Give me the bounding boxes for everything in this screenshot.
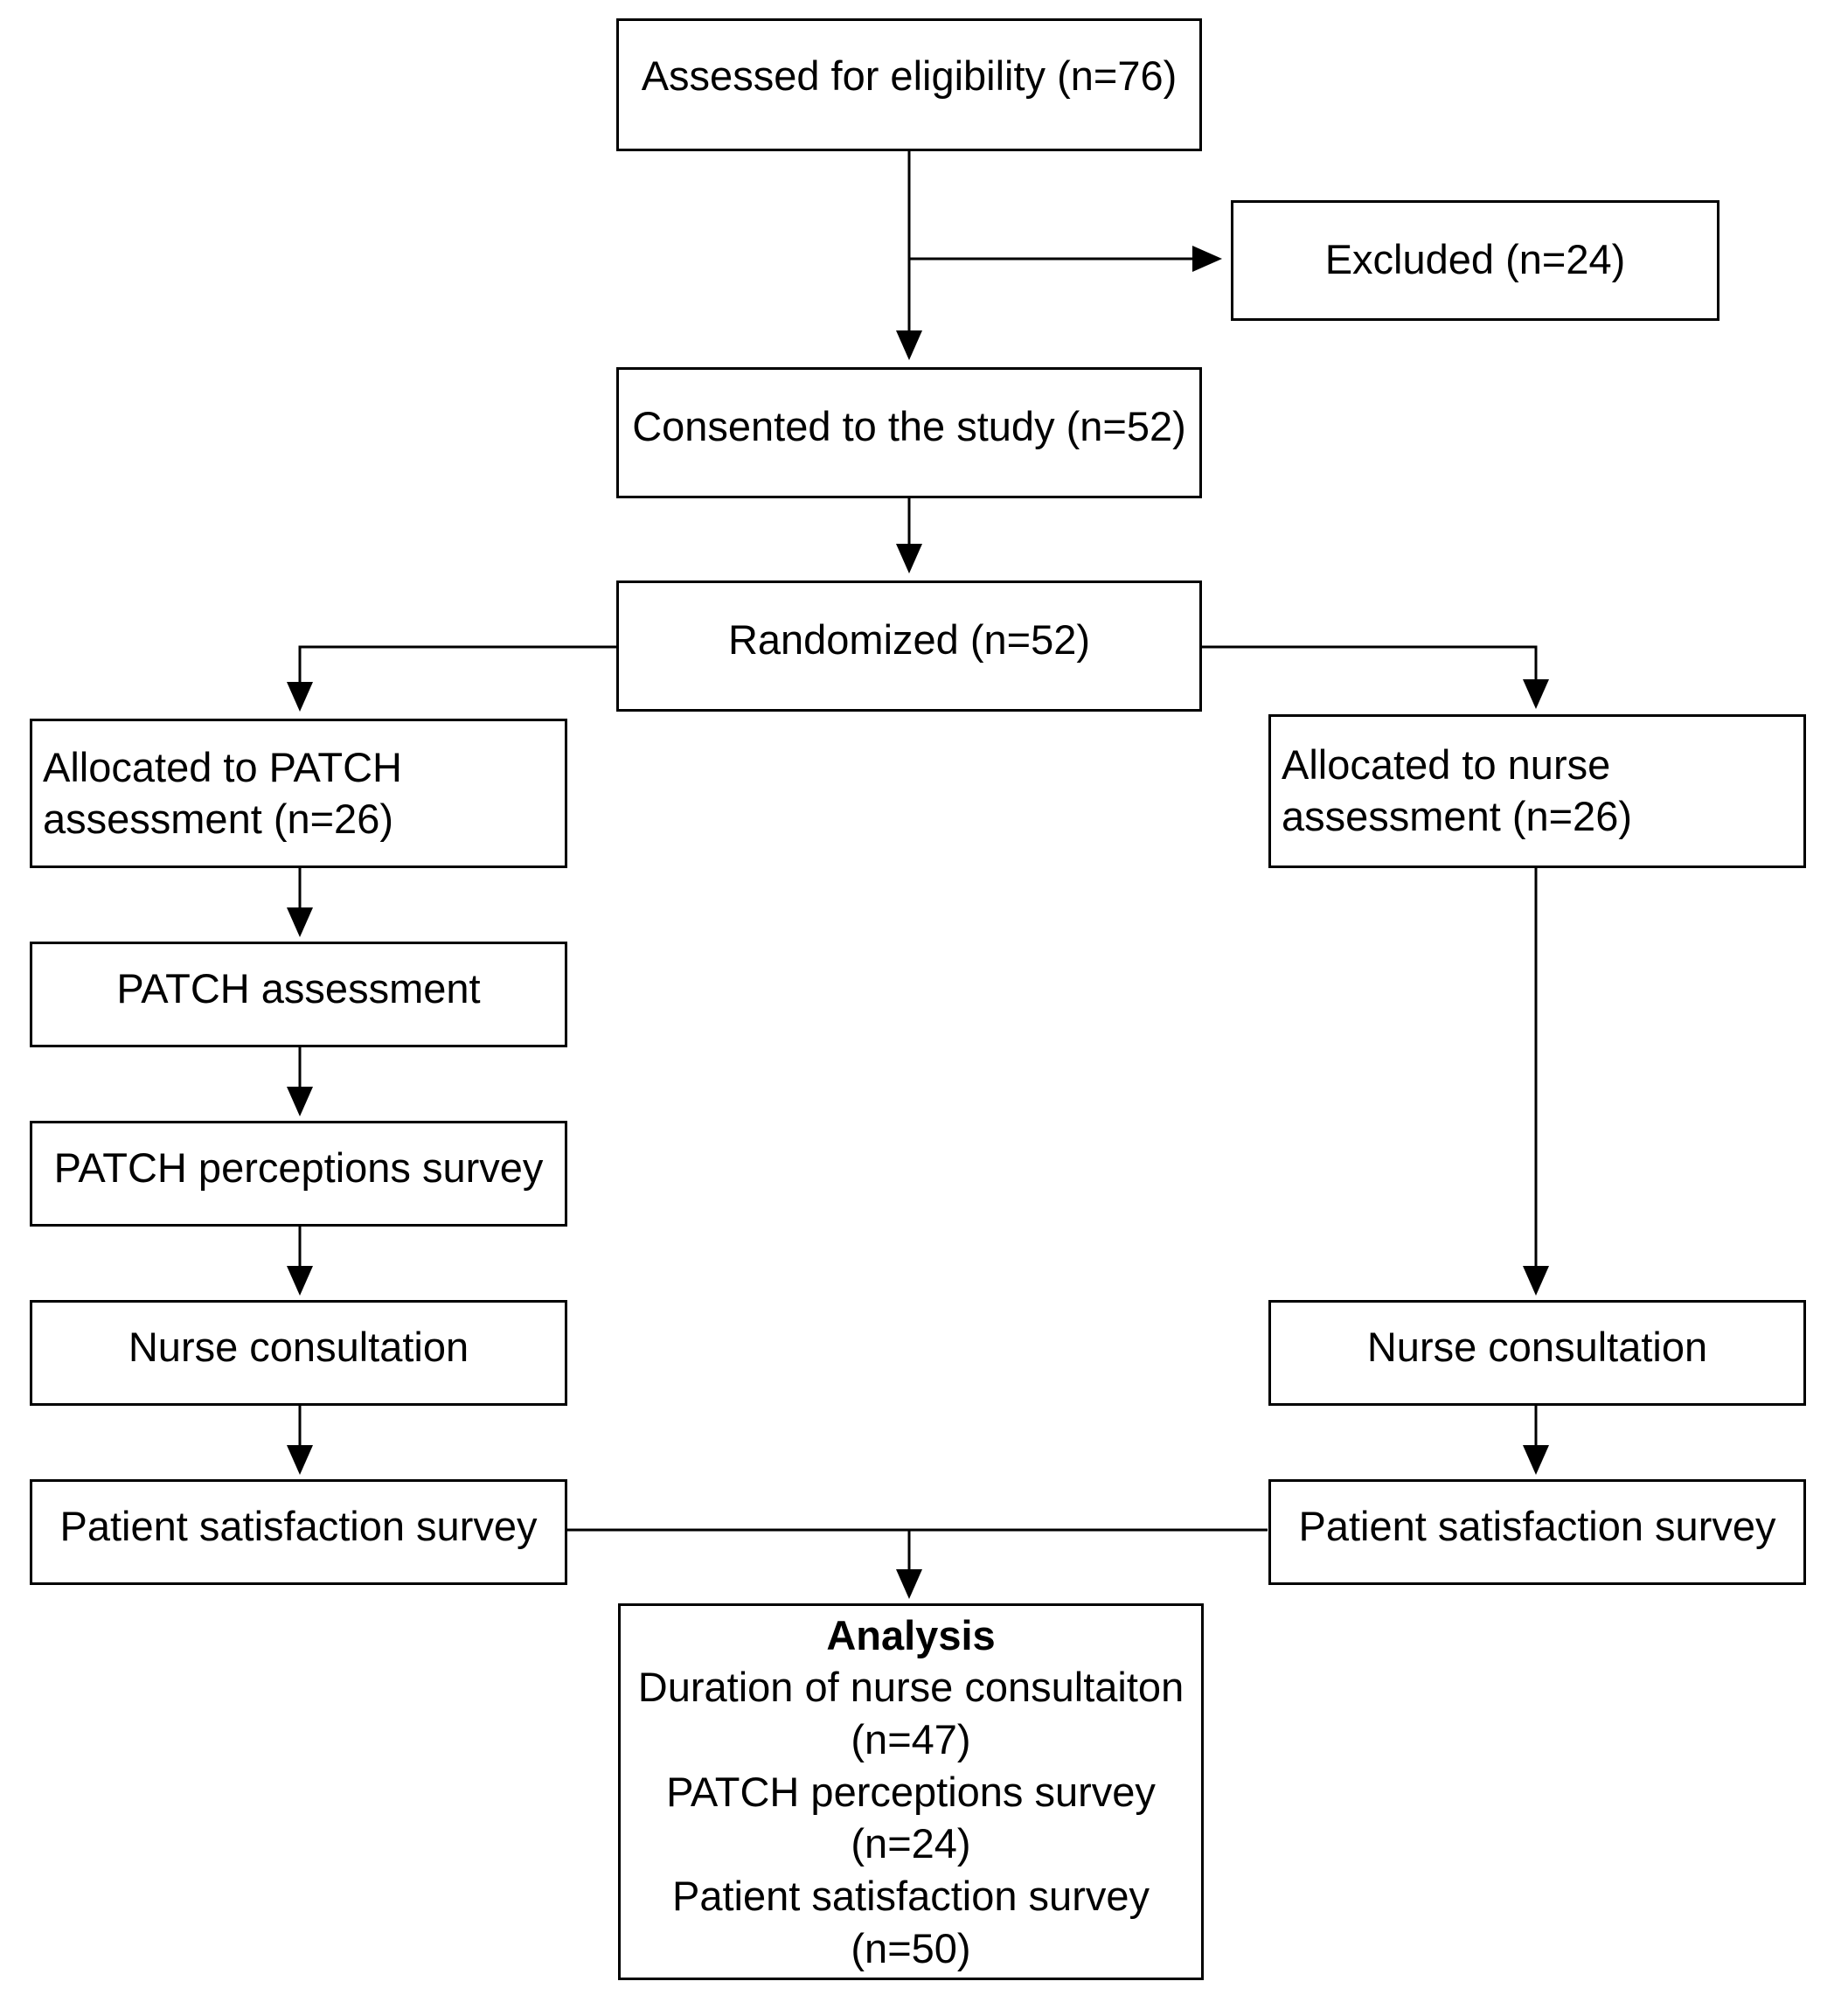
node-analysis: Analysis Duration of nurse consultaiton …	[618, 1603, 1204, 1980]
node-patch-assessment: PATCH assessment	[30, 942, 567, 1047]
node-analysis-line1: Duration of nurse consultaiton	[637, 1664, 1184, 1711]
node-patch-assessment-label: PATCH assessment	[116, 965, 481, 1011]
arrowhead	[896, 544, 922, 574]
node-alloc-patch: Allocated to PATCH assessment (n=26)	[30, 719, 567, 868]
node-nurse-consult-left-label: Nurse consultation	[128, 1324, 469, 1370]
node-nurse-consult-right-label: Nurse consultation	[1366, 1324, 1708, 1370]
node-alloc-nurse-line1: Allocated to nurse	[1282, 741, 1611, 788]
node-excluded: Excluded (n=24)	[1231, 200, 1719, 321]
arrowhead	[287, 907, 313, 937]
node-patch-perceptions: PATCH perceptions survey	[30, 1121, 567, 1227]
node-randomized: Randomized (n=52)	[616, 580, 1202, 712]
node-analysis-line2: (n=47)	[851, 1715, 971, 1762]
node-nurse-consult-right: Nurse consultation	[1268, 1300, 1806, 1406]
node-satisfaction-left-label: Patient satisfaction survey	[59, 1503, 538, 1549]
node-satisfaction-right: Patient satisfaction survey	[1268, 1479, 1806, 1585]
edge-randomized-alloc-nurse	[1202, 645, 1538, 692]
node-assessed-label: Assessed for eligibility (n=76)	[641, 52, 1178, 99]
node-patch-perceptions-label: PATCH perceptions survey	[53, 1144, 544, 1191]
node-satisfaction-left: Patient satisfaction survey	[30, 1479, 567, 1585]
arrowhead	[287, 1445, 313, 1475]
node-analysis-line6: (n=50)	[851, 1924, 971, 1971]
arrowhead	[896, 330, 922, 360]
arrowhead	[896, 1569, 922, 1599]
node-alloc-patch-line1: Allocated to PATCH	[43, 744, 402, 790]
node-assessed: Assessed for eligibility (n=76)	[616, 18, 1202, 151]
arrowhead	[287, 682, 313, 712]
arrowhead	[287, 1087, 313, 1116]
arrowhead	[1523, 1266, 1549, 1296]
node-analysis-line4: (n=24)	[851, 1820, 971, 1867]
node-analysis-line3: PATCH perceptions survey	[666, 1768, 1156, 1815]
node-alloc-nurse: Allocated to nurse assessment (n=26)	[1268, 714, 1806, 868]
arrowhead	[1523, 679, 1549, 709]
node-alloc-nurse-line2: assessment (n=26)	[1282, 792, 1632, 839]
arrowhead	[1192, 246, 1222, 272]
node-consented: Consented to the study (n=52)	[616, 367, 1202, 498]
arrowhead	[287, 1266, 313, 1296]
edge-randomized-alloc-patch	[298, 645, 616, 695]
node-analysis-line5: Patient satisfaction survey	[672, 1873, 1150, 1920]
node-nurse-consult-left: Nurse consultation	[30, 1300, 567, 1406]
node-alloc-patch-line2: assessment (n=26)	[43, 795, 393, 842]
arrowhead	[1523, 1445, 1549, 1475]
node-excluded-label: Excluded (n=24)	[1324, 236, 1626, 282]
node-analysis-title: Analysis	[826, 1611, 996, 1658]
node-randomized-label: Randomized (n=52)	[727, 616, 1091, 663]
node-satisfaction-right-label: Patient satisfaction survey	[1298, 1503, 1776, 1549]
node-consented-label: Consented to the study (n=52)	[632, 403, 1186, 449]
